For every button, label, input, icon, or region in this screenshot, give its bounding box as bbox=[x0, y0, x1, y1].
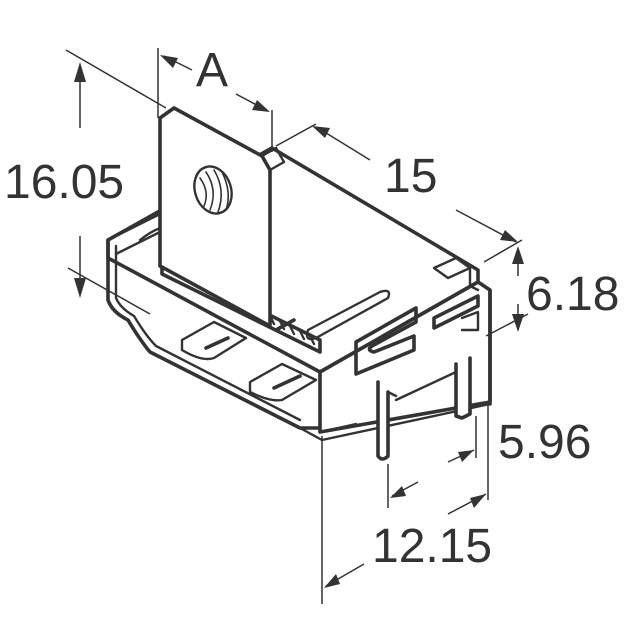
dim-label-height: 16.05 bbox=[4, 156, 124, 209]
dimension-body-height: 6.18 bbox=[485, 246, 619, 337]
dim-label-pin-span: 12.15 bbox=[372, 520, 492, 573]
threaded-hole bbox=[193, 165, 233, 215]
dimension-pin-length: 5.96 bbox=[387, 416, 591, 508]
dimension-pin-span: 12.15 bbox=[321, 404, 492, 604]
dim-label-body-height: 6.18 bbox=[526, 268, 619, 321]
dimension-length: 15 bbox=[275, 123, 523, 263]
dimension-ear-width: A bbox=[157, 44, 273, 152]
dim-label-pin-length: 5.96 bbox=[498, 416, 591, 469]
pins bbox=[376, 356, 472, 461]
dim-label-length: 15 bbox=[384, 150, 437, 203]
dim-label-ear-width: A bbox=[196, 44, 228, 97]
mounting-ear bbox=[158, 106, 286, 328]
dimension-height: 16.05 bbox=[4, 49, 167, 315]
